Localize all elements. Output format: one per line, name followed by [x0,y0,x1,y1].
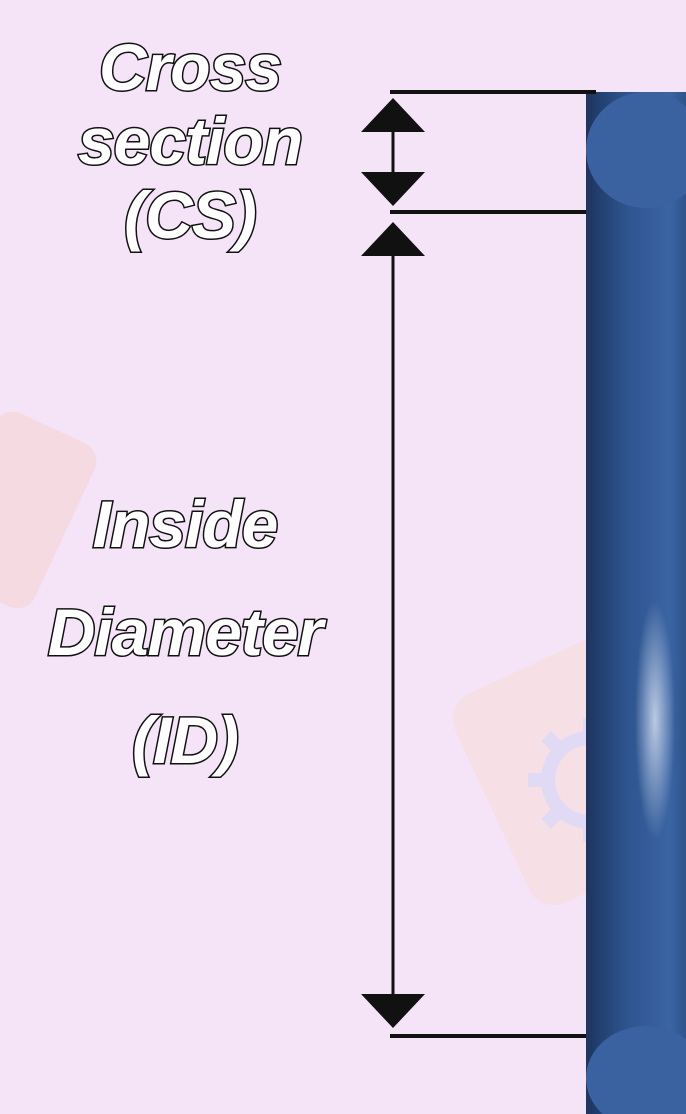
oring-side-view [586,92,686,1114]
cross-section-label: Cross section (CS) [40,29,340,254]
oring-highlight [635,600,675,840]
cross-section-label-line: Cross [97,29,283,106]
inside-diameter-label-line: (ID) [131,702,241,779]
id-arrow-up [361,222,425,256]
inside-diameter-label: Inside Diameter (ID) [10,470,360,794]
inside-diameter-label-line: Inside [91,486,280,563]
cs-arrow-up [361,98,425,132]
oring-bottom-cap [586,1026,686,1114]
cross-section-label-line: (CS) [123,177,259,254]
cs-arrow-down [361,172,425,206]
dimension-lines [361,90,596,1038]
id-arrow-down [361,994,425,1028]
cross-section-label-line: section [76,103,304,180]
oring-top-cap [586,92,686,208]
inside-diameter-label-line: Diameter [46,594,324,671]
